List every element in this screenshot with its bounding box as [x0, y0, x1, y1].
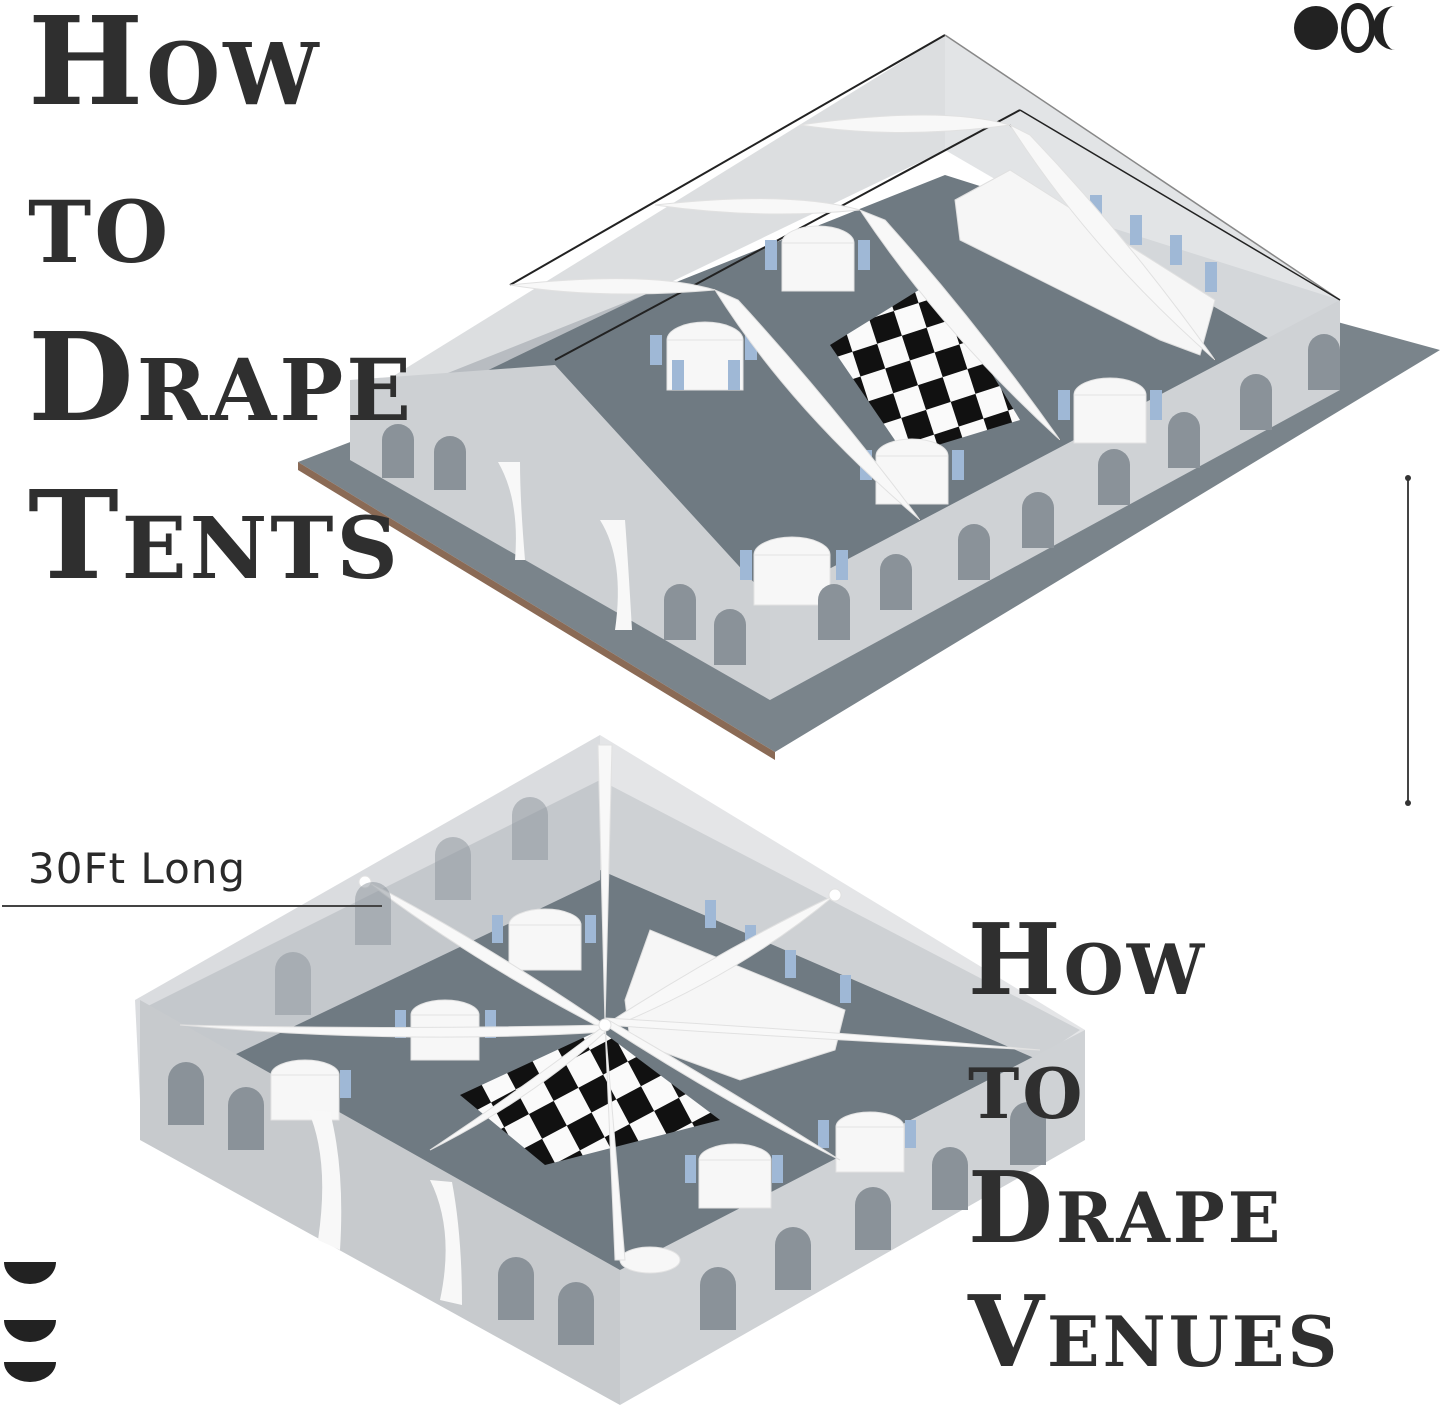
ceiling-drapes	[509, 114, 1216, 521]
venue-door-curtain-left	[308, 1110, 342, 1250]
headline-word: How	[968, 903, 1208, 1018]
headline-word: Venues	[968, 1275, 1341, 1390]
banquet-table	[954, 169, 1216, 356]
tent-back-wall	[395, 35, 945, 415]
door-curtain-right	[600, 520, 632, 630]
headline-word: Tents	[28, 463, 401, 607]
moon-phase-icons	[1294, 3, 1395, 53]
headline-word: Drape	[28, 305, 415, 449]
height-dimension-line	[1407, 478, 1409, 804]
tent-right-wall	[945, 35, 1340, 380]
tent-front-long-wall	[770, 300, 1340, 700]
headline-drape-venues: How to Drape Venues	[968, 912, 1340, 1408]
length-dimension-line	[2, 905, 382, 907]
headline-drape-tents: How to Drape Tents	[28, 0, 414, 632]
length-label: 30Ft Long	[28, 844, 247, 893]
dimension-dot	[1405, 800, 1411, 806]
door-curtain-left	[498, 462, 525, 560]
half-circle-icons	[4, 1262, 56, 1382]
draped-venue-illustration	[135, 735, 1085, 1405]
venue-round-tables	[270, 908, 905, 1274]
venue-windows	[168, 797, 1046, 1345]
venue-ceiling-drapes	[179, 744, 1041, 1261]
tent-windows	[382, 334, 1340, 665]
venue-dance-floor	[460, 1030, 720, 1165]
venue-front-wall-right	[620, 1030, 1085, 1405]
chairs	[650, 195, 1217, 580]
headline-word: to	[28, 147, 172, 291]
dimension-dot	[1405, 475, 1411, 481]
headline-word: to	[968, 1027, 1086, 1142]
venue-door-curtain-right	[430, 1180, 462, 1305]
dance-floor	[830, 280, 1020, 455]
draped-tent-illustration	[298, 34, 1440, 760]
headline-word: How	[28, 0, 322, 133]
venue-back-wall-right	[600, 735, 1085, 1080]
tent-ground-edge	[298, 462, 775, 760]
headline-word: Drape	[968, 1151, 1284, 1266]
